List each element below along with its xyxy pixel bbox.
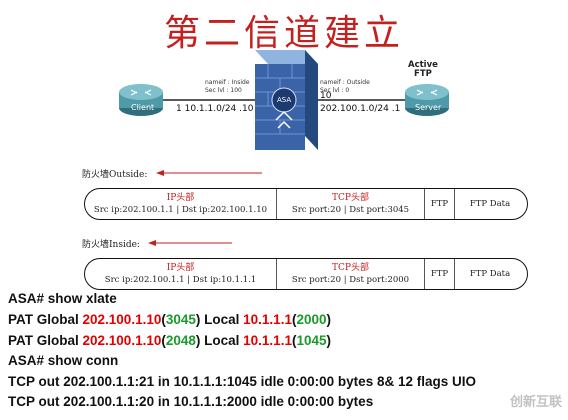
ftp-text: FTP <box>414 69 432 79</box>
ftp-data-segment: FTP Data <box>455 259 525 289</box>
inside-direction-label: 防火墙Inside: <box>82 240 140 250</box>
tcp-header-label: TCP头部 <box>332 263 369 273</box>
ip-values: Src ip:202.100.1.1 | Dst ip:202.100.1.10 <box>93 205 268 215</box>
dst-ip: Dst ip:10.1.1.1 <box>192 275 257 285</box>
cli-line-conn-2: TCP out 202.100.1.1:20 in 10.1.1.1:2000 … <box>8 394 374 409</box>
inside-seclvl: Sec lvl : 100 <box>205 87 242 94</box>
paren-open: ( <box>161 312 166 327</box>
local-port: 1045 <box>296 333 327 348</box>
active-ftp-label: Active FTP <box>408 61 438 79</box>
tcp-header-segment: TCP头部 Src port:20 | Dst port:3045 <box>277 189 425 219</box>
outside-packet: IP头部 Src ip:202.100.1.1 | Dst ip:202.100… <box>84 188 528 220</box>
inside-interface-info: nameif : Inside Sec lvl : 100 <box>205 79 250 95</box>
outside-arrow-icon <box>156 170 164 176</box>
ftp-label: FTP <box>430 269 449 279</box>
inside-arrow-icon <box>148 240 156 246</box>
inside-network-label: 1 10.1.1.0/24 .10 <box>176 104 254 114</box>
asa-label: ASA <box>277 96 292 104</box>
global-ip: 202.100.1.10 <box>82 333 162 348</box>
pat-label: PAT Global <box>8 333 83 348</box>
src-port: Src port:20 <box>291 275 341 285</box>
watermark-logo: 创新互联 <box>509 395 562 410</box>
cli-line-pat-1: PAT Global 202.100.1.10(3045) Local 10.1… <box>8 312 331 327</box>
local-label: ) Local <box>195 312 244 327</box>
ftp-data-label: FTP Data <box>469 199 511 209</box>
dst-port: Dst port:3045 <box>349 205 410 215</box>
ftp-label: FTP <box>430 199 449 209</box>
server-router-icon <box>405 84 449 116</box>
tcp-values: Src port:20 | Dst port:3045 <box>291 205 410 215</box>
tcp-header-label: TCP头部 <box>332 193 369 203</box>
paren-open: ( <box>291 333 297 348</box>
src-port: Src port:20 <box>291 205 341 215</box>
global-port: 3045 <box>165 312 196 327</box>
src-ip: Src ip:202.100.1.1 <box>104 275 185 285</box>
paren-open: ( <box>161 333 166 348</box>
server-label: Server <box>415 103 442 112</box>
ip-header-segment: IP头部 Src ip:202.100.1.1 | Dst ip:10.1.1.… <box>85 259 277 289</box>
local-ip: 10.1.1.1 <box>243 333 292 348</box>
asa-firewall-icon <box>255 50 318 150</box>
ftp-data-segment: FTP Data <box>455 189 525 219</box>
global-ip: 202.100.1.10 <box>82 312 162 327</box>
ftp-segment: FTP <box>425 259 455 289</box>
flow-arrows <box>148 170 262 246</box>
outside-seclvl: Sec lvl : 0 <box>320 87 350 94</box>
src-ip: Src ip:202.100.1.1 <box>93 205 174 215</box>
ip-header-label: IP头部 <box>166 263 195 273</box>
tcp-values: Src port:20 | Dst port:2000 <box>291 275 410 285</box>
pat-label: PAT Global <box>8 312 83 327</box>
cli-line-pat-2: PAT Global 202.100.1.10(2048) Local 10.1… <box>8 333 331 348</box>
cli-line-conn-1: TCP out 202.100.1.1:21 in 10.1.1.1:1045 … <box>8 374 476 389</box>
paren-open: ( <box>291 312 297 327</box>
local-label: ) Local <box>195 333 244 348</box>
local-ip: 10.1.1.1 <box>243 312 292 327</box>
client-router-icon <box>119 84 163 116</box>
dst-port: Dst port:2000 <box>349 275 410 285</box>
paren-close: ) <box>326 312 332 327</box>
tcp-header-segment: TCP头部 Src port:20 | Dst port:2000 <box>277 259 425 289</box>
inside-nameif: nameif : Inside <box>205 79 250 86</box>
outside-network-label: 202.100.1.0/24 .1 <box>320 104 401 114</box>
outside-nameif: nameif : Outside <box>320 79 370 86</box>
page-title: 第二信道建立 <box>163 13 404 54</box>
outside-direction-label: 防火墙Outside: <box>82 170 148 180</box>
ip-header-label: IP头部 <box>166 193 195 203</box>
cli-line-show-xlate: ASA# show xlate <box>8 291 117 306</box>
dst-ip: Dst ip:202.100.1.10 <box>181 205 268 215</box>
paren-close: ) <box>326 333 332 348</box>
ip-values: Src ip:202.100.1.1 | Dst ip:10.1.1.1 <box>104 275 257 285</box>
outside-interface-num: 10 <box>320 91 332 101</box>
cli-line-show-conn: ASA# show conn <box>8 353 119 368</box>
client-label: Client <box>131 103 155 112</box>
global-port: 2048 <box>165 333 196 348</box>
ftp-segment: FTP <box>425 189 455 219</box>
active-text: Active <box>408 60 438 70</box>
ip-header-segment: IP头部 Src ip:202.100.1.1 | Dst ip:202.100… <box>85 189 277 219</box>
ftp-data-label: FTP Data <box>469 269 511 279</box>
network-topology <box>119 50 449 150</box>
local-port: 2000 <box>296 312 327 327</box>
outside-interface-info: nameif : Outside Sec lvl : 0 <box>320 79 370 95</box>
inside-packet: IP头部 Src ip:202.100.1.1 | Dst ip:10.1.1.… <box>84 258 528 290</box>
